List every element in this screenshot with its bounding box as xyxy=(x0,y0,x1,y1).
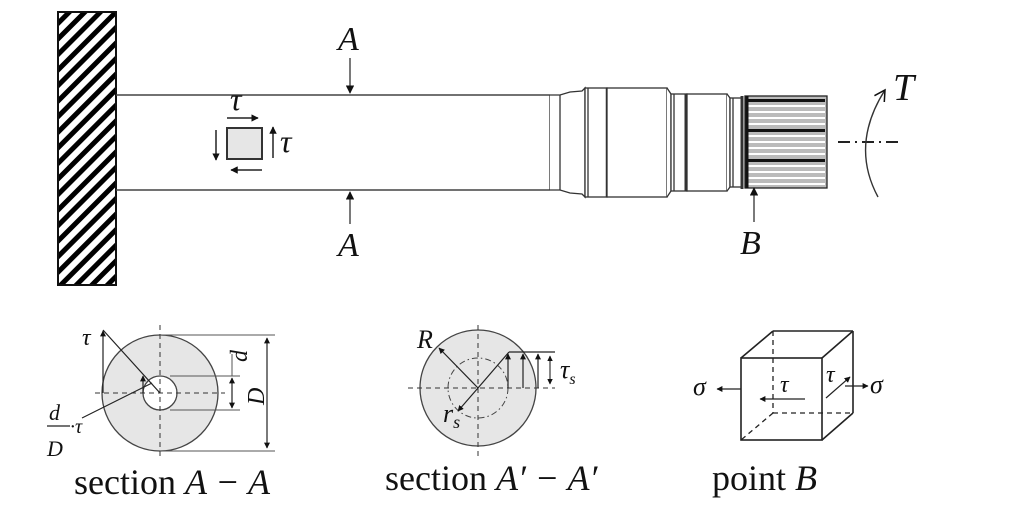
spline-tooth xyxy=(747,105,825,107)
point-b-cube xyxy=(740,330,854,441)
spline-tooth xyxy=(747,111,825,113)
spline-tooth xyxy=(747,99,825,102)
section-a2a2-inner-radius-label: rs xyxy=(443,399,460,432)
spline-tooth xyxy=(747,153,825,155)
section-mark-bottom: A xyxy=(336,227,359,264)
spline-tooth xyxy=(747,141,825,143)
section-a2a2-caption: section A′ − A′ xyxy=(385,458,598,498)
section-aa-ratio-suffix: ·τ xyxy=(70,416,83,438)
fixed-wall xyxy=(57,11,117,286)
section-aa-inner-dim-label: d xyxy=(227,349,253,362)
element-tau-top: τ xyxy=(230,81,243,117)
tau-side-label: τ xyxy=(826,362,836,388)
spline-tooth xyxy=(747,129,825,132)
sigma-left-label: σ xyxy=(693,372,707,401)
section-aa-ratio-numerator: d xyxy=(49,400,61,425)
section-a2a2 xyxy=(408,325,555,457)
spline-tooth xyxy=(747,183,825,185)
spline-tooth xyxy=(747,117,825,119)
spline-tooth xyxy=(747,165,825,167)
spline-tooth xyxy=(747,147,825,149)
stress-element xyxy=(212,114,277,174)
section-aa xyxy=(81,325,275,460)
torque-arrow-icon xyxy=(864,88,886,198)
section-aa-outer-dim-label: D xyxy=(244,388,270,406)
section-mark-top: A xyxy=(336,21,359,58)
element-tau-right: τ xyxy=(280,123,293,159)
spline-tooth xyxy=(747,171,825,173)
section-a2a2-stress-label: τs xyxy=(560,355,576,388)
section-aa-ratio-denominator: D xyxy=(46,436,63,461)
section-aa-tau-label: τ xyxy=(82,325,92,351)
spline-tooth xyxy=(747,177,825,179)
point-b-label: B xyxy=(740,225,761,262)
shaft-steps xyxy=(549,86,744,199)
section-a2a2-outer-radius-label: R xyxy=(416,325,433,354)
point-b-caption: point B xyxy=(712,458,817,498)
spline-tooth xyxy=(747,159,825,162)
spline-tooth xyxy=(747,123,825,125)
tau-side-arrow-icon xyxy=(825,376,851,399)
sigma-right-label: σ xyxy=(870,370,884,399)
spline-teeth xyxy=(744,95,828,189)
shaft-body xyxy=(116,94,550,191)
spline-tooth xyxy=(747,135,825,137)
section-aa-caption: section A − A xyxy=(74,462,271,502)
torque-label: T xyxy=(893,67,917,109)
tau-front-label: τ xyxy=(780,372,790,398)
